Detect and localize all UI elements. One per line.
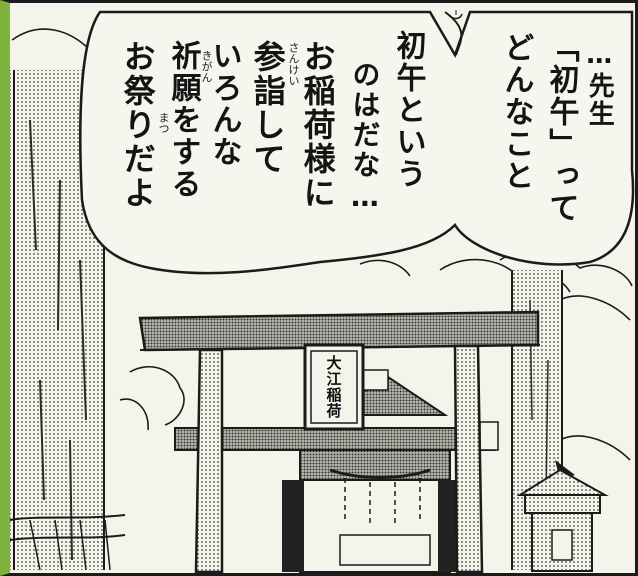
torii-gate [138,310,541,574]
speech-balloon [79,10,635,275]
balloon-right-line2: 「初午」って [543,32,579,224]
furigana-sankei: さんけい [287,42,300,86]
balloon-tail [447,13,463,20]
balloon-left-line3: お稲荷様に [298,40,337,210]
stone-lantern [516,460,609,572]
balloon-left-line2: のはだな… [348,60,382,215]
balloon-left-line5: いろんな [206,40,242,168]
balloon-right-line1: …先生 [584,40,615,128]
balloon-left-line6: 祈願をする [165,40,201,200]
balloon-right-line3: どんなこと [498,32,534,192]
balloon-left-line4: 参詣して [248,40,287,176]
balloon-left-line7: お祭りだよ [118,40,157,210]
furigana-kigan: きがん [200,50,213,83]
furigana-matsu: まつ [157,112,170,134]
torii-plaque: 大江稲荷 [324,355,343,419]
balloon-left-line1: 初午という [390,30,426,190]
